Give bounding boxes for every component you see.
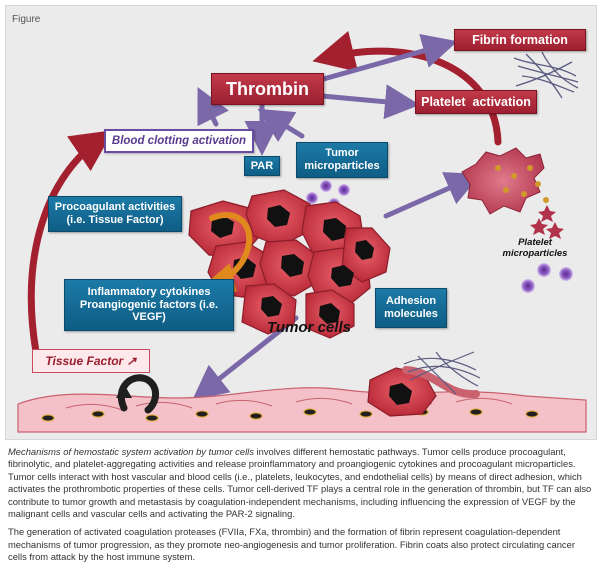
thrombin-to-fibrin-arrow xyxy=(317,33,458,83)
adhesion-molecules-node: Adhesion molecules xyxy=(375,288,447,328)
inflammatory-cytokines-node: Inflammatory cytokines Proangiogenic fac… xyxy=(64,279,234,331)
tumor-cell-nuclei xyxy=(211,205,374,324)
tumor-microparticles-to-thrombin-arrow xyxy=(257,108,305,142)
thrombin-to-platelet-arrow xyxy=(319,84,420,120)
endothelial-layer xyxy=(17,387,587,433)
tumor-to-endothelium-arrow xyxy=(192,315,299,401)
caption-lead: Mechanisms of hemostatic system activati… xyxy=(8,446,254,457)
bottom-fibrin-strands xyxy=(403,351,481,395)
figure-label: Figure xyxy=(12,13,41,25)
platelet-activation-node: Platelet activation xyxy=(415,90,537,114)
tumor-microparticle-vesicles xyxy=(306,180,350,210)
fibrin-strands xyxy=(513,51,579,99)
platelet-microparticle-vesicles xyxy=(521,263,573,293)
tumor-microparticles-node: Tumor microparticles xyxy=(296,142,388,178)
adhering-tumor-cell xyxy=(367,366,480,417)
orange-cycle-arrow xyxy=(204,212,253,293)
caption-paragraph-2: The generation of activated coagulation … xyxy=(8,526,575,563)
blood-clotting-activation-node: Blood clotting activation xyxy=(104,129,254,153)
platelet-microparticles-label: Platelet microparticles xyxy=(502,236,568,259)
procoagulant-activities-node: Procoagulant activities (i.e. Tissue Fac… xyxy=(48,196,182,232)
diagram-graphics xyxy=(17,31,587,433)
diagram-panel: Figure Fibrin formation Thrombin Platele… xyxy=(5,5,597,440)
tissue-factor-node: Tissue Factor ↗ xyxy=(32,349,150,373)
fibrin-formation-node: Fibrin formation xyxy=(454,29,586,51)
platelet-microparticle-stars xyxy=(530,205,564,239)
activated-platelets xyxy=(461,147,549,215)
clotting-to-thrombin-arrow xyxy=(197,87,229,127)
par-node: PAR xyxy=(244,156,280,176)
thrombin-node: Thrombin xyxy=(211,73,324,105)
tumor-to-platelet-arrow xyxy=(383,172,482,219)
tissue-factor-to-clotting-arrow xyxy=(27,130,114,356)
caption-p1-body: involves different hemostatic pathways. … xyxy=(8,446,592,520)
figure-caption: Mechanisms of hemostatic system activati… xyxy=(8,446,592,570)
tumor-cells-label: Tumor cells xyxy=(267,318,351,336)
caption-paragraph-1: Mechanisms of hemostatic system activati… xyxy=(8,446,592,520)
